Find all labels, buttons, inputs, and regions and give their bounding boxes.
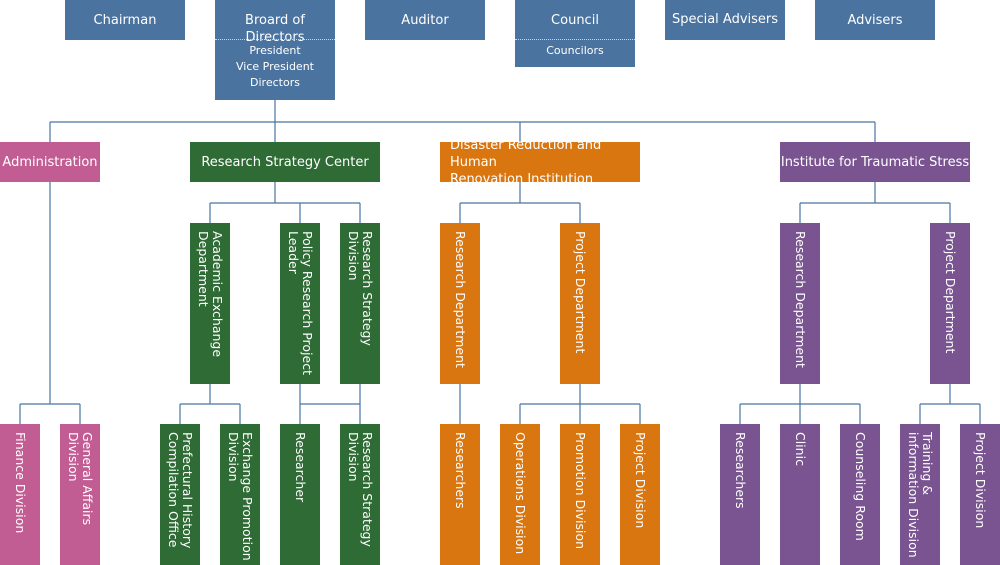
finance-division-box: Finance Division <box>0 424 40 565</box>
disaster-research-department-label: Research Department <box>453 231 468 368</box>
research-strategy-center-box: Research Strategy Center <box>190 142 380 182</box>
policy-research-project-leader-label: Policy Research Project Leader <box>286 231 315 376</box>
trauma-research-department-label: Research Department <box>793 231 808 368</box>
research-strategy-division-2-box: Research Strategy Division <box>340 424 380 565</box>
finance-division-label: Finance Division <box>13 432 28 534</box>
disaster-project-division-label: Project Division <box>633 432 648 529</box>
board-label: Broard of Directors <box>245 13 305 45</box>
disaster-researchers-label: Researchers <box>453 432 468 509</box>
academic-exchange-department-box: Academic Exchange Department <box>190 223 230 384</box>
board-divider <box>215 39 335 40</box>
clinic-label: Clinic <box>793 432 808 466</box>
auditor-label: Auditor <box>401 12 449 28</box>
board-member-directors: Directors <box>250 76 300 89</box>
traumatic-stress-label: Institute for Traumatic Stress <box>780 154 970 170</box>
research-strategy-division-2-label: Research Strategy Division <box>346 432 375 547</box>
disaster-research-department-box: Research Department <box>440 223 480 384</box>
councilors-label: Councilors <box>546 44 604 57</box>
board-member-president: President <box>249 44 301 57</box>
academic-exchange-department-label: Academic Exchange Department <box>196 231 225 358</box>
counseling-room-label: Counseling Room <box>853 432 868 541</box>
operations-division-box: Operations Division <box>500 424 540 565</box>
board-member-vice-president: Vice President <box>236 60 314 73</box>
clinic-box: Clinic <box>780 424 820 565</box>
operations-division-label: Operations Division <box>513 432 528 555</box>
advisers-box: Advisers <box>815 0 935 40</box>
research-strategy-division-label: Research Strategy Division <box>346 231 375 346</box>
training-information-division-box: Training & information Division <box>900 424 940 565</box>
board-of-directors-box: Broard of Directors President Vice Presi… <box>215 0 335 100</box>
policy-research-project-leader-box: Policy Research Project Leader <box>280 223 320 384</box>
disaster-project-department-label: Project Department <box>573 231 588 354</box>
research-strategy-center-label: Research Strategy Center <box>201 154 369 170</box>
general-affairs-division-box: General Affairs Division <box>60 424 100 565</box>
training-information-division-label: Training & information Division <box>906 432 935 558</box>
disaster-project-division-box: Project Division <box>620 424 660 565</box>
trauma-researchers-box: Researchers <box>720 424 760 565</box>
exchange-promotion-division-box: Exchange Promotion Division <box>220 424 260 565</box>
trauma-project-division-label: Project Division <box>973 432 988 529</box>
special-advisers-box: Special Advisers <box>665 0 785 40</box>
administration-label: Administration <box>2 154 98 170</box>
trauma-researchers-label: Researchers <box>733 432 748 509</box>
special-advisers-label: Special Advisers <box>671 12 779 27</box>
trauma-project-department-label: Project Department <box>943 231 958 354</box>
chairman-label: Chairman <box>93 12 157 28</box>
exchange-promotion-division-label: Exchange Promotion Division <box>226 432 255 561</box>
trauma-research-department-box: Research Department <box>780 223 820 384</box>
general-affairs-division-label: General Affairs Division <box>66 432 95 526</box>
auditor-box: Auditor <box>365 0 485 40</box>
trauma-project-division-box: Project Division <box>960 424 1000 565</box>
promotion-division-label: Promotion Division <box>573 432 588 550</box>
prefectural-history-office-box: Prefectural History Compilation Office <box>160 424 200 565</box>
research-strategy-division-box: Research Strategy Division <box>340 223 380 384</box>
chairman-box: Chairman <box>65 0 185 40</box>
disaster-reduction-box: Disaster Reduction and Human Renovation … <box>440 138 640 187</box>
counseling-room-box: Counseling Room <box>840 424 880 565</box>
promotion-division-box: Promotion Division <box>560 424 600 565</box>
traumatic-stress-box: Institute for Traumatic Stress <box>780 142 970 182</box>
disaster-reduction-label: Disaster Reduction and Human Renovation … <box>450 137 602 187</box>
council-box: Council Councilors <box>515 0 635 67</box>
council-label: Council <box>551 13 599 28</box>
researcher-label: Researcher <box>293 432 308 503</box>
researcher-box: Researcher <box>280 424 320 565</box>
disaster-researchers-box: Researchers <box>440 424 480 565</box>
trauma-project-department-box: Project Department <box>930 223 970 384</box>
administration-box: Administration <box>0 142 100 182</box>
disaster-project-department-box: Project Department <box>560 223 600 384</box>
advisers-label: Advisers <box>847 12 903 28</box>
council-divider <box>515 39 635 40</box>
prefectural-history-office-label: Prefectural History Compilation Office <box>166 432 195 549</box>
